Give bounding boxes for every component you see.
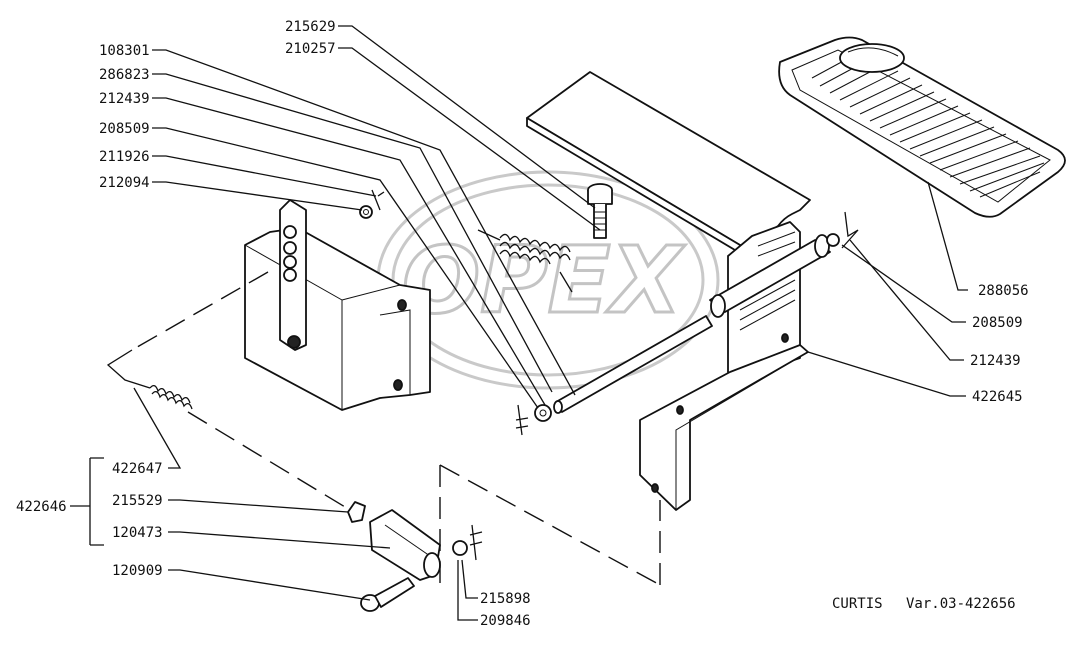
part-label-215529: 215529	[112, 493, 163, 509]
opex-watermark: OPEX	[376, 170, 720, 390]
part-label-212094: 212094	[99, 175, 150, 191]
part-label-422647: 422647	[112, 461, 163, 477]
part-label-108301: 108301	[99, 43, 150, 59]
clevis-assembly-part	[347, 501, 483, 612]
part-labels: 215629 210257 108301 286823 212439 20850…	[16, 19, 1029, 629]
part-label-120909: 120909	[112, 563, 163, 579]
part-label-288056: 288056	[978, 283, 1029, 299]
part-label-208509-left: 208509	[99, 121, 150, 137]
linkage-rod-part	[106, 349, 193, 410]
pedal-pad-part	[778, 36, 1066, 218]
part-label-215629: 215629	[285, 19, 336, 35]
part-label-211926: 211926	[99, 149, 150, 165]
potentiometer-box-part	[244, 189, 431, 411]
caption-variant: Var.03-422656	[906, 596, 1016, 612]
diagram-caption: CURTIS Var.03-422656	[832, 596, 1016, 612]
part-label-120473: 120473	[112, 525, 163, 541]
leader-lines	[70, 25, 968, 621]
part-label-208509-right: 208509	[972, 315, 1023, 331]
part-label-286823: 286823	[99, 67, 150, 83]
center-lines	[131, 271, 661, 586]
hinge-tube-part	[709, 211, 859, 318]
watermark-text: OPEX	[402, 227, 685, 334]
caption-brand: CURTIS	[832, 596, 883, 612]
part-label-215898: 215898	[480, 591, 531, 607]
part-label-210257: 210257	[285, 41, 336, 57]
part-label-422645: 422645	[972, 389, 1023, 405]
part-label-212439-left: 212439	[99, 91, 150, 107]
pedal-plate-part	[526, 71, 811, 511]
return-spring-part	[477, 229, 573, 293]
bolt-part	[587, 183, 613, 239]
part-label-422646: 422646	[16, 499, 67, 515]
part-label-209846: 209846	[480, 613, 531, 629]
part-label-212439-right: 212439	[970, 353, 1021, 369]
pedal-rod-part	[515, 315, 713, 436]
